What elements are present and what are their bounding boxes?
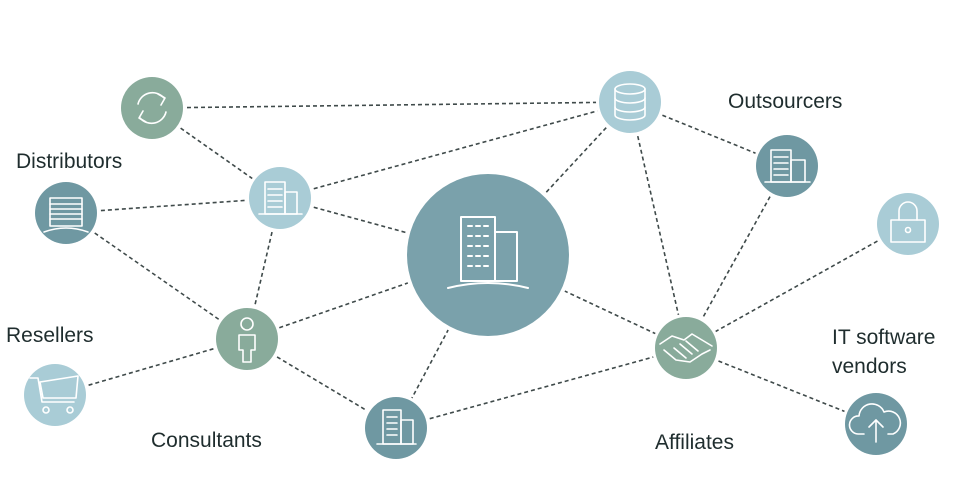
buildings-icon [764, 149, 811, 183]
branch-node [362, 394, 430, 462]
database-icon [614, 83, 646, 121]
distributors-node [32, 179, 100, 247]
it-software-vendors-node [842, 390, 910, 458]
label-distributors: Distributors [16, 150, 123, 173]
office-icon [376, 409, 417, 445]
headquarters-node [403, 170, 573, 340]
consultants-node [213, 305, 281, 373]
outsourcers-node [753, 132, 821, 200]
edge-hub-database [279, 101, 631, 199]
person-icon [238, 317, 256, 363]
hub-node [246, 164, 314, 232]
building-icon [258, 181, 303, 215]
edge-database-affiliates [629, 101, 687, 349]
cloud-upload-icon [848, 403, 902, 443]
edge-sync-hub [151, 107, 281, 199]
edge-distributors-hub [65, 197, 281, 214]
cart-icon [29, 375, 79, 414]
label-it-software-vendors-line1: IT software [832, 326, 936, 349]
label-it-software-vendors-line2: vendors [832, 355, 907, 378]
edge-affiliates-cloud [685, 347, 877, 425]
edge-consultants-resellers [54, 338, 248, 396]
edge-hub-headquarters [279, 197, 489, 256]
lock-node [874, 190, 942, 258]
label-outsourcers: Outsourcers [728, 90, 843, 113]
label-affiliates: Affiliates [655, 431, 734, 454]
office-building-icon [447, 216, 529, 289]
sync-icon [137, 91, 167, 125]
sync-node [118, 74, 186, 142]
edge-distributors-consultants [65, 212, 248, 340]
affiliates-node [652, 314, 720, 382]
edge-branch-affiliates [395, 347, 687, 429]
label-resellers: Resellers [6, 324, 94, 347]
database-node [596, 68, 664, 136]
edge-sync-database [151, 101, 631, 109]
resellers-node [21, 361, 89, 429]
handshake-icon [659, 333, 713, 363]
warehouse-icon [43, 197, 89, 233]
label-consultants: Consultants [151, 429, 262, 452]
label-it-software-vendors: IT software vendors [832, 323, 935, 381]
lock-icon [890, 201, 926, 243]
edge-lock-affiliates [685, 223, 909, 349]
